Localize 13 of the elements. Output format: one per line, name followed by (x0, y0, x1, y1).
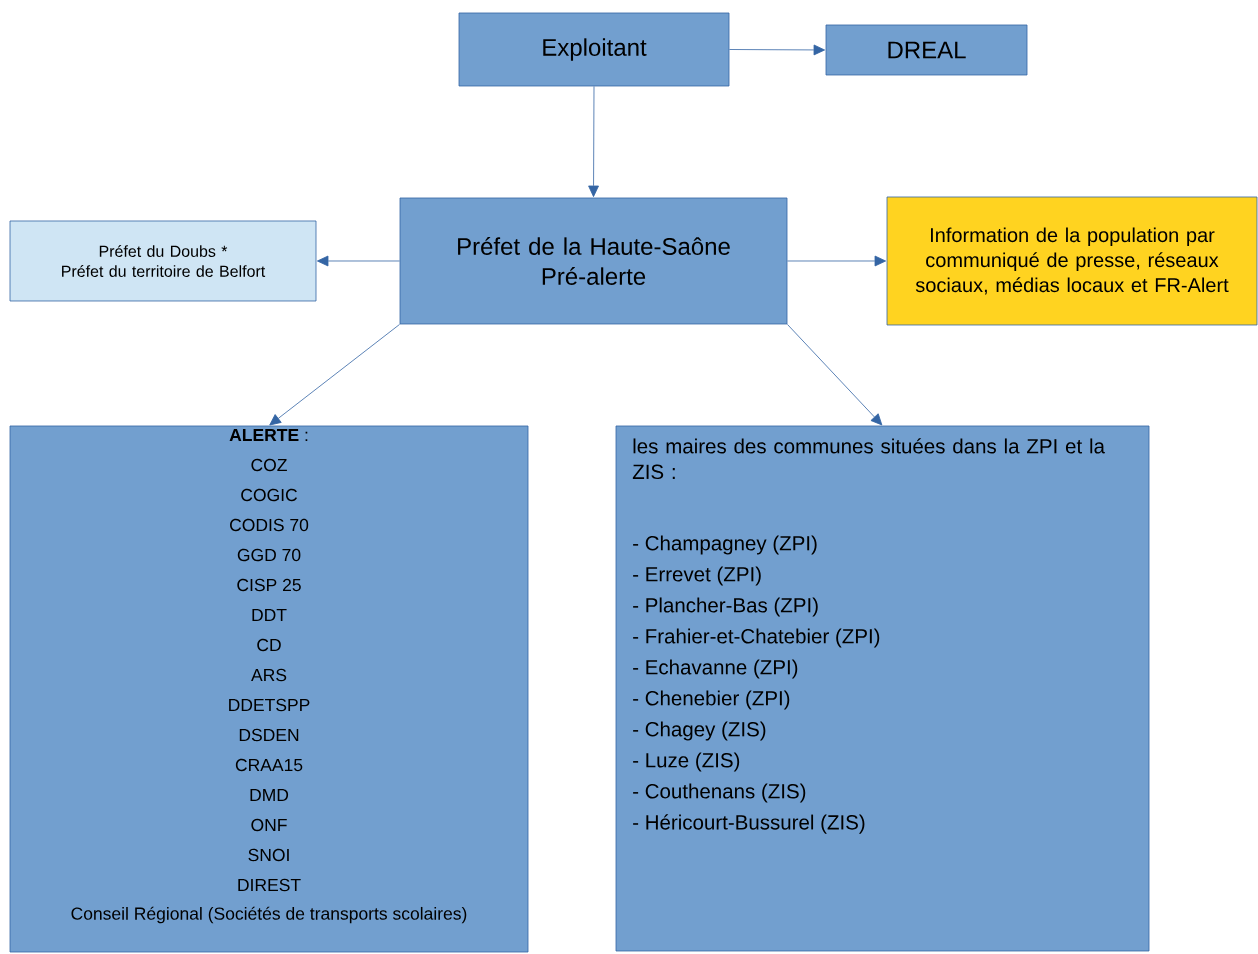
arrow (316, 255, 400, 267)
process-box: Préfet de la Haute-Saône Pré-alerte (399, 197, 788, 325)
process-box: Préfet du Doubs * Préfet du territoire de Belfort (9, 220, 317, 302)
arrow (787, 255, 887, 267)
arrow (787, 324, 883, 426)
list-box: les maires des communes situées dans la ZPI et la ZIS : - Champagney (ZPI) - Errevet (ZPI) - Plancher-Bas (ZPI) - Frahier-et-Chatebier (ZPI) - Echavanne (ZPI) - Chenebier (ZPI) - Chagey (ZIS) - Luze (ZIS) - Couthenans (ZIS) - Héricourt-Bussurel (ZIS) (615, 425, 1150, 952)
arrow (588, 86, 599, 198)
process-box: Exploitant (458, 12, 730, 87)
info-box: Information de la population par communiqué de presse, réseaux sociaux, médias locaux et FR-Alert (886, 196, 1258, 326)
arrow (729, 44, 826, 56)
list-box: ALERTE : COZ COGIC CODIS 70 GGD 70 CISP 25 DDT CD ARS DDETSPP DSDEN CRAA15 DMD ONF SNOI DIREST Conseil Régional (Sociétés de transports scolaires) (9, 425, 529, 953)
process-box: DREAL (825, 24, 1028, 76)
arrow (269, 324, 400, 426)
